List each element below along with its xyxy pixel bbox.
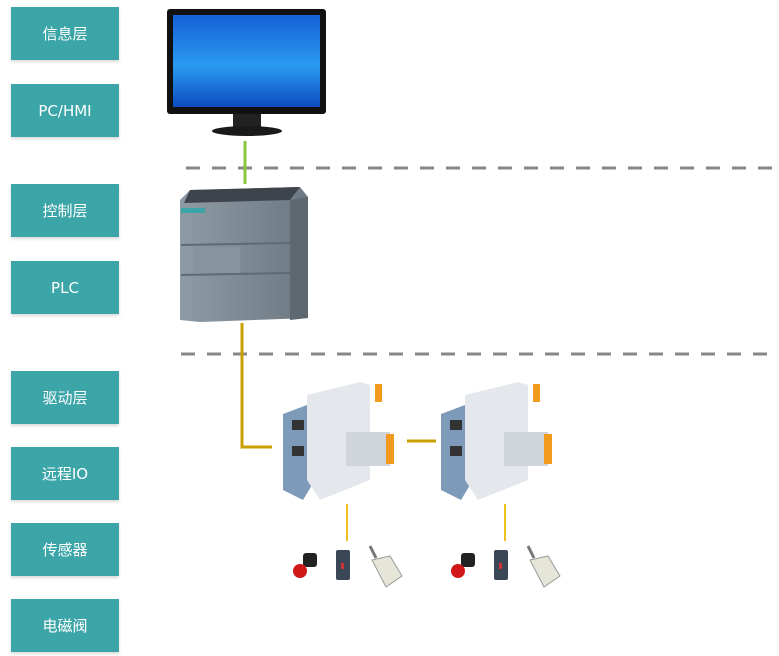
remote-io-module-icon [441, 382, 552, 500]
label-info-layer: 信息层 [11, 7, 119, 60]
photoelectric-sensor-icon [336, 550, 350, 580]
monitor-icon [167, 9, 326, 136]
emergency-stop-icon [451, 553, 475, 578]
label-control-layer: 控制层 [11, 184, 119, 237]
label-remote-io: 远程IO [11, 447, 119, 500]
emergency-stop-icon [293, 553, 317, 578]
label-solenoid-valve: 电磁阀 [11, 599, 119, 652]
label-plc: PLC [11, 261, 119, 314]
label-drive-layer: 驱动层 [11, 371, 119, 424]
plc-icon [180, 187, 308, 322]
label-pc-hmi: PC/HMI [11, 84, 119, 137]
fieldbus-link-plc-to-io [240, 323, 272, 449]
limit-switch-icon [526, 545, 561, 588]
label-sensor: 传感器 [11, 523, 119, 576]
remote-io-module-icon [283, 382, 394, 500]
photoelectric-sensor-icon [494, 550, 508, 580]
limit-switch-icon [368, 545, 403, 588]
